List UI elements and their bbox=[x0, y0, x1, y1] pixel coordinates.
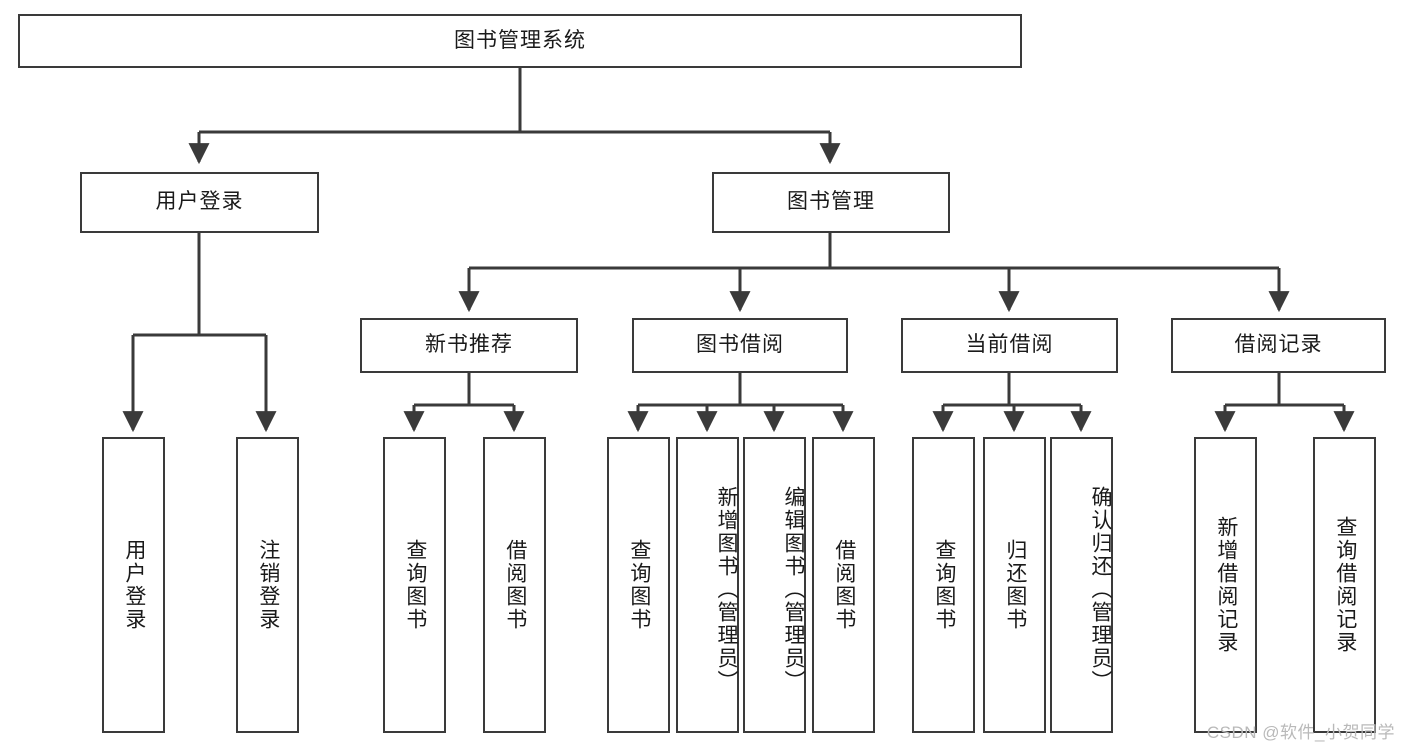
node-book-manage[interactable]: 图书管理 bbox=[712, 172, 950, 233]
node-leaf-borrow-book-2[interactable]: 借阅图书 bbox=[812, 437, 875, 733]
node-borrow-record-label: 借阅记录 bbox=[1234, 333, 1323, 357]
node-current-borrow-label: 当前借阅 bbox=[965, 333, 1054, 357]
node-user-login[interactable]: 用户登录 bbox=[80, 172, 319, 233]
node-root-label: 图书管理系统 bbox=[454, 28, 586, 52]
node-leaf-query-book-3[interactable]: 查询图书 bbox=[912, 437, 975, 733]
node-leaf-logout-label: 注销登录 bbox=[256, 539, 280, 631]
node-book-borrow-label: 图书借阅 bbox=[696, 333, 784, 357]
node-borrow-record[interactable]: 借阅记录 bbox=[1171, 318, 1386, 373]
node-leaf-return-book-label: 归还图书 bbox=[1003, 539, 1027, 631]
node-leaf-borrow-book-1-label: 借阅图书 bbox=[503, 539, 527, 631]
node-leaf-edit-book-label: 编辑图书（管理员） bbox=[782, 485, 805, 693]
node-book-manage-label: 图书管理 bbox=[787, 190, 875, 214]
node-leaf-query-book-2-label: 查询图书 bbox=[627, 539, 651, 631]
node-leaf-query-record[interactable]: 查询借阅记录 bbox=[1313, 437, 1376, 733]
node-new-book-recommend-label: 新书推荐 bbox=[425, 333, 513, 357]
node-leaf-user-login-label: 用户登录 bbox=[122, 539, 146, 631]
node-leaf-logout[interactable]: 注销登录 bbox=[236, 437, 299, 733]
node-leaf-query-book-1[interactable]: 查询图书 bbox=[383, 437, 446, 733]
node-leaf-borrow-book-1[interactable]: 借阅图书 bbox=[483, 437, 546, 733]
node-leaf-query-book-1-label: 查询图书 bbox=[403, 539, 427, 631]
watermark: CSDN @软件_小贺同学 bbox=[1206, 723, 1395, 742]
node-new-book-recommend[interactable]: 新书推荐 bbox=[360, 318, 578, 373]
node-leaf-user-login[interactable]: 用户登录 bbox=[102, 437, 165, 733]
node-root[interactable]: 图书管理系统 bbox=[18, 14, 1022, 68]
node-leaf-query-record-label: 查询借阅记录 bbox=[1333, 516, 1357, 654]
node-leaf-return-book[interactable]: 归还图书 bbox=[983, 437, 1046, 733]
node-current-borrow[interactable]: 当前借阅 bbox=[901, 318, 1118, 373]
node-leaf-add-book[interactable]: 新增图书（管理员） bbox=[676, 437, 739, 733]
node-leaf-edit-book[interactable]: 编辑图书（管理员） bbox=[743, 437, 806, 733]
node-leaf-add-book-label: 新增图书（管理员） bbox=[715, 485, 738, 693]
node-leaf-add-record[interactable]: 新增借阅记录 bbox=[1194, 437, 1257, 733]
node-book-borrow[interactable]: 图书借阅 bbox=[632, 318, 848, 373]
node-leaf-confirm-return[interactable]: 确认归还（管理员） bbox=[1050, 437, 1113, 733]
node-leaf-query-book-3-label: 查询图书 bbox=[932, 539, 956, 631]
node-leaf-borrow-book-2-label: 借阅图书 bbox=[832, 539, 856, 631]
node-leaf-query-book-2[interactable]: 查询图书 bbox=[607, 437, 670, 733]
node-user-login-label: 用户登录 bbox=[155, 190, 244, 214]
node-leaf-add-record-label: 新增借阅记录 bbox=[1214, 516, 1238, 654]
node-leaf-confirm-return-label: 确认归还（管理员） bbox=[1089, 485, 1112, 693]
